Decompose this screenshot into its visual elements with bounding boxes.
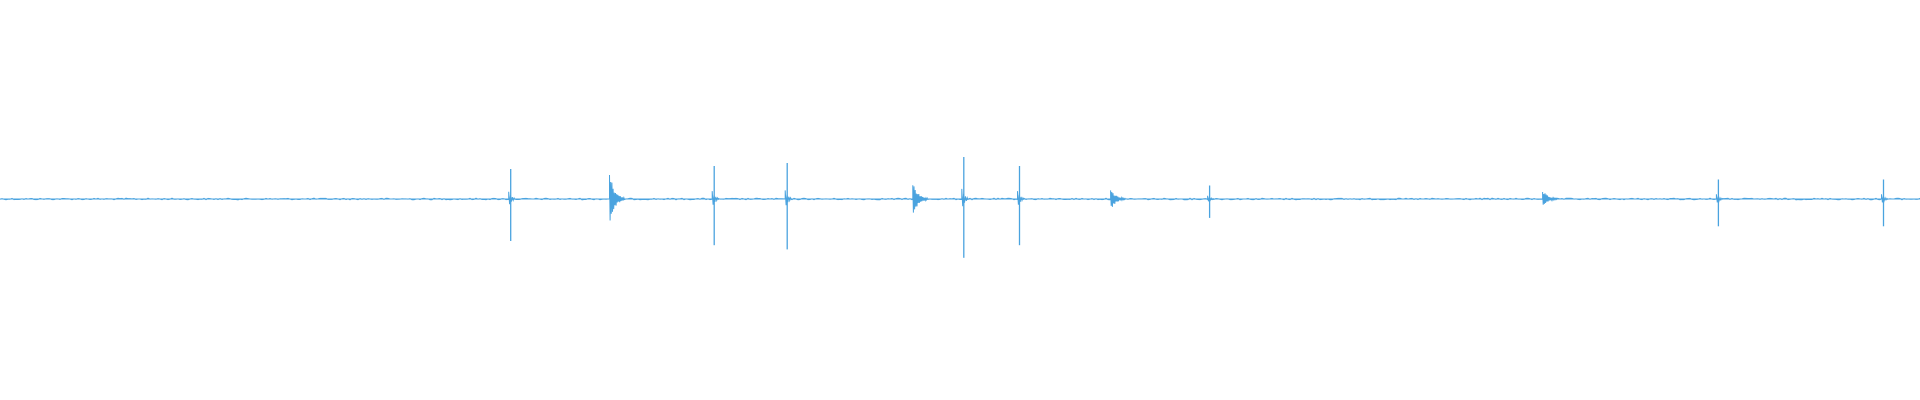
waveform-peak bbox=[1715, 179, 1724, 227]
waveform-peak bbox=[1881, 179, 1889, 227]
waveform-peaks bbox=[508, 157, 1889, 258]
waveform-peak bbox=[508, 169, 516, 241]
waveform-peak bbox=[961, 157, 969, 258]
waveform-peak bbox=[784, 163, 792, 250]
waveform-noise bbox=[0, 197, 1920, 201]
waveform-peak bbox=[1110, 190, 1127, 207]
waveform-peak bbox=[609, 174, 625, 221]
waveform-peak bbox=[912, 185, 929, 213]
waveform-peak bbox=[1542, 191, 1558, 205]
waveform-peak bbox=[1017, 166, 1025, 246]
waveform-peak bbox=[711, 166, 719, 246]
waveform-peak bbox=[1207, 185, 1215, 218]
